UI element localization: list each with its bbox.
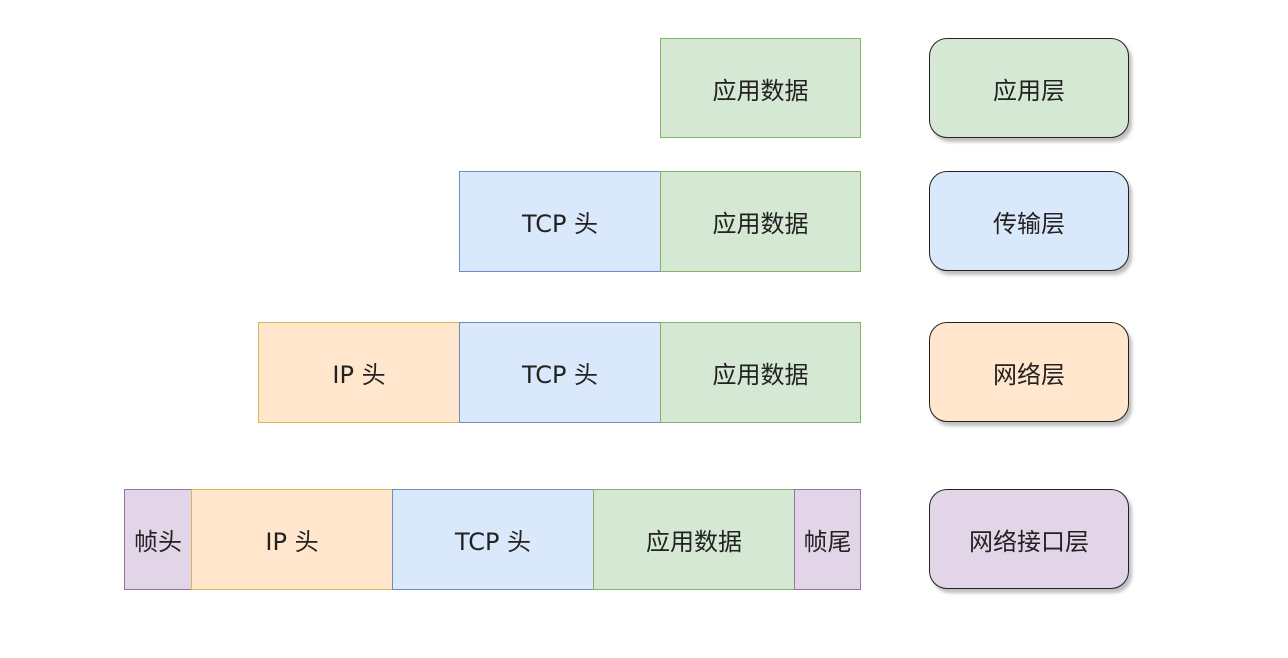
- tcp-header-segment: TCP 头: [459, 171, 661, 272]
- application-data-segment: 应用数据: [660, 322, 861, 423]
- application-data-segment: 应用数据: [593, 489, 795, 590]
- network-layer-label: 网络层: [929, 322, 1129, 422]
- application-layer-label: 应用层: [929, 38, 1129, 138]
- ip-header-segment: IP 头: [258, 322, 460, 423]
- tcp-header-segment: TCP 头: [392, 489, 594, 590]
- tcp-header-segment: TCP 头: [459, 322, 661, 423]
- frame-header-segment: 帧头: [124, 489, 192, 590]
- link-layer-label: 网络接口层: [929, 489, 1129, 589]
- transport-layer-label: 传输层: [929, 171, 1129, 271]
- frame-trailer-segment: 帧尾: [794, 489, 861, 590]
- ip-header-segment: IP 头: [191, 489, 393, 590]
- application-data-segment: 应用数据: [660, 38, 861, 138]
- application-data-segment: 应用数据: [660, 171, 861, 272]
